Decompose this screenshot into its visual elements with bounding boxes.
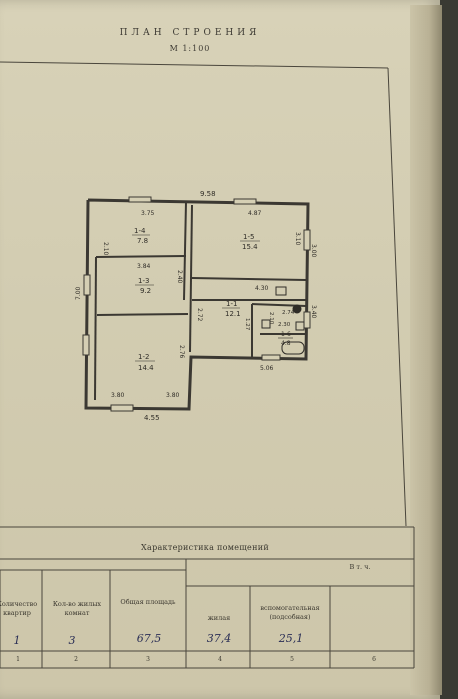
room-1-2-area: 14.4 (138, 364, 154, 372)
column-number: 6 (372, 656, 376, 663)
extra-dim-3: 3.80 (166, 392, 180, 399)
room-1-5-id: 1-5 (243, 233, 254, 241)
value-apartments: 1 (13, 634, 21, 647)
room-1-1-dim-side: 2.72 (196, 308, 203, 322)
value-rooms: 3 (68, 634, 76, 647)
room-1-2-dim-top: 3.80 (111, 392, 125, 399)
table-subheader: В т. ч. (349, 563, 371, 571)
extra-dim-1: 2.10 (268, 312, 274, 325)
document-page (0, 0, 440, 699)
room-1-2-id: 1-2 (138, 353, 149, 361)
room-1-3-id: 1-3 (138, 277, 149, 285)
room-1-6-area: 4.8 (281, 340, 291, 347)
dim-bottom-left: 4.55 (144, 414, 160, 422)
table-grid (0, 526, 415, 669)
inner-walls (94, 201, 307, 401)
column-number: 3 (146, 656, 150, 663)
header-living: жилая (207, 614, 231, 622)
column-number: 1 (16, 656, 20, 663)
document-title: ПЛАН СТРОЕНИЯ (119, 28, 261, 38)
fixtures (261, 286, 305, 355)
stove-icon (292, 304, 302, 314)
value-auxiliary: 25,1 (278, 632, 304, 645)
room-1-4-dim-side: 2.10 (102, 242, 109, 256)
room-1-5-dim-side: 3.10 (294, 232, 301, 246)
boiler-icon (261, 319, 271, 329)
document-scale: М 1:100 (169, 44, 211, 53)
room-1-5-area: 15.4 (242, 243, 258, 251)
column-number: 2 (74, 656, 78, 663)
room-1-6-dim-top: 2.30 (278, 322, 291, 328)
header-auxiliary: вспомогательная (подсобная) (260, 604, 320, 621)
frame-right-line (387, 67, 407, 527)
room-1-3-dim-side: 2.40 (176, 270, 183, 284)
dim-bottom-right: 5.06 (260, 365, 274, 372)
header-total-area: Общая площадь (120, 598, 176, 606)
header-apartments: Количество квартир (0, 600, 38, 617)
table-title: Характеристика помещений (141, 543, 269, 552)
bathtub-icon (281, 341, 305, 355)
room-1-4-area: 7.8 (137, 237, 148, 245)
room-1-4-dim-top: 3.75 (141, 210, 155, 217)
windows (82, 196, 311, 412)
outer-walls (84, 198, 310, 411)
page-edge (410, 5, 442, 695)
value-total-area: 67,5 (136, 632, 162, 645)
room-1-2-dim-side: 2.76 (178, 345, 185, 359)
value-living: 37,4 (206, 632, 232, 645)
column-number: 4 (218, 656, 222, 663)
frame-top-line (0, 61, 389, 69)
sink-icon (275, 286, 287, 296)
toilet-icon (295, 321, 305, 331)
dim-right-mid: 3.40 (310, 305, 317, 319)
header-rooms: Кол-во жилых комнат (52, 600, 102, 617)
room-1-6-id: 1-6 (281, 331, 291, 338)
room-1-5-dim-top: 4.87 (248, 210, 262, 217)
extra-dim-2: 1.27 (244, 318, 250, 331)
dim-outer-width: 9.58 (200, 190, 216, 198)
room-1-6-dim-side: 2.74 (282, 310, 295, 316)
dim-right-side: 3.00 (310, 244, 317, 258)
room-1-1-dim-top: 4.30 (255, 285, 269, 292)
room-1-1-id: 1-1 (226, 300, 237, 308)
room-1-1-area: 12.1 (225, 310, 241, 318)
dim-left-side: 7.00 (75, 286, 82, 300)
column-number: 5 (290, 656, 294, 663)
room-1-3-dim-top: 3.84 (137, 263, 151, 270)
room-1-3-area: 9.2 (140, 287, 151, 295)
room-1-4-id: 1-4 (134, 227, 146, 235)
